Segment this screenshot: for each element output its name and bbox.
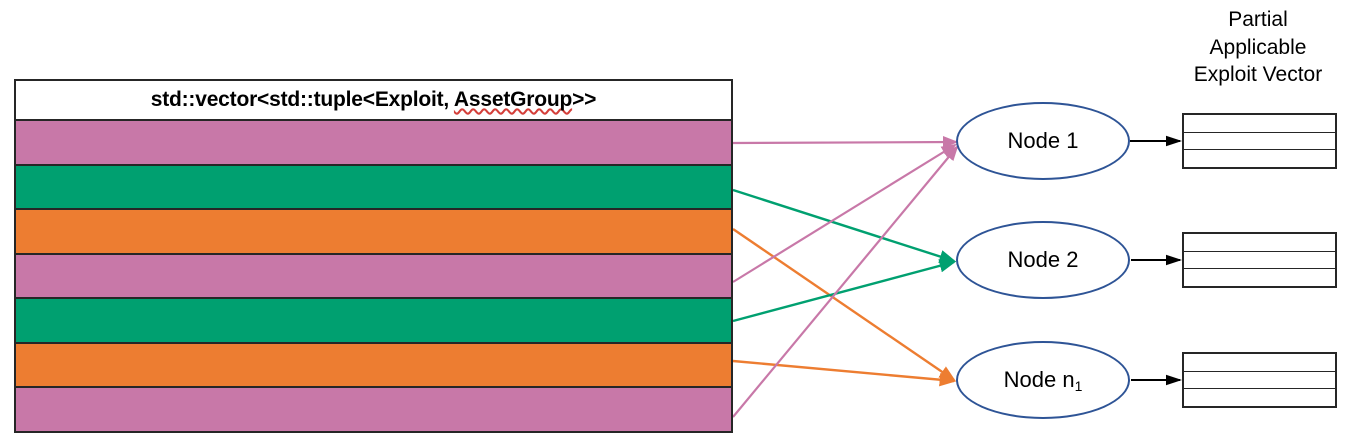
output-vector-row bbox=[1184, 133, 1335, 151]
caption-line-2: Applicable bbox=[1209, 35, 1307, 59]
output-vector-node-n1[interactable] bbox=[1182, 352, 1337, 408]
output-vector-row bbox=[1184, 269, 1335, 286]
output-vector-row bbox=[1184, 115, 1335, 133]
node-n1-subscript: 1 bbox=[1074, 378, 1083, 394]
edge-row3-to-noden bbox=[732, 228, 956, 382]
partial-applicable-exploit-vector-caption: Partial Applicable Exploit Vector bbox=[1163, 6, 1351, 89]
output-vector-node-2[interactable] bbox=[1182, 232, 1337, 288]
output-vector-row bbox=[1184, 372, 1335, 390]
vector-type-misspelled-word: AssetGroup bbox=[453, 88, 573, 111]
edge-row1-to-node1 bbox=[732, 135, 959, 149]
vector-row[interactable] bbox=[16, 165, 731, 211]
edge-row5-to-node2 bbox=[732, 259, 957, 323]
edge-row2-to-node2 bbox=[732, 188, 957, 263]
edge-row6-to-noden bbox=[732, 359, 957, 387]
exploit-assetgroup-vector: std::vector<std::tuple<Exploit, AssetGro… bbox=[14, 79, 733, 433]
node-1-label: Node 1 bbox=[1007, 128, 1079, 153]
edge-row4-to-node1 bbox=[732, 143, 957, 283]
vector-row[interactable] bbox=[16, 299, 731, 344]
vector-type-label: std::vector<std::tuple<Exploit, AssetGro… bbox=[151, 88, 597, 112]
node-n1-label: Node n1 bbox=[1003, 367, 1083, 394]
node-2-label: Node 2 bbox=[1007, 247, 1079, 272]
caption-line-3: Exploit Vector bbox=[1193, 63, 1323, 87]
vector-header: std::vector<std::tuple<Exploit, AssetGro… bbox=[16, 81, 731, 121]
vector-row[interactable] bbox=[16, 388, 731, 432]
output-vector-row bbox=[1184, 234, 1335, 252]
output-vector-row bbox=[1184, 150, 1335, 167]
vector-row[interactable] bbox=[16, 343, 731, 389]
vector-type-prefix: std::vector<std::tuple<Exploit, bbox=[150, 88, 454, 111]
vector-row[interactable] bbox=[16, 254, 731, 300]
output-vector-row bbox=[1184, 354, 1335, 372]
vector-row[interactable] bbox=[16, 121, 731, 166]
vector-type-suffix: >> bbox=[572, 88, 597, 111]
node-n1-ellipse[interactable]: Node n1 bbox=[956, 341, 1130, 419]
node-2-ellipse[interactable]: Node 2 bbox=[956, 221, 1130, 299]
edge-row7-to-node1 bbox=[732, 145, 959, 418]
output-vector-row bbox=[1184, 389, 1335, 406]
node-1-ellipse[interactable]: Node 1 bbox=[956, 102, 1130, 180]
output-vector-row bbox=[1184, 252, 1335, 270]
caption-line-1: Partial bbox=[1228, 8, 1288, 31]
output-vector-node-1[interactable] bbox=[1182, 113, 1337, 169]
vector-row[interactable] bbox=[16, 210, 731, 255]
